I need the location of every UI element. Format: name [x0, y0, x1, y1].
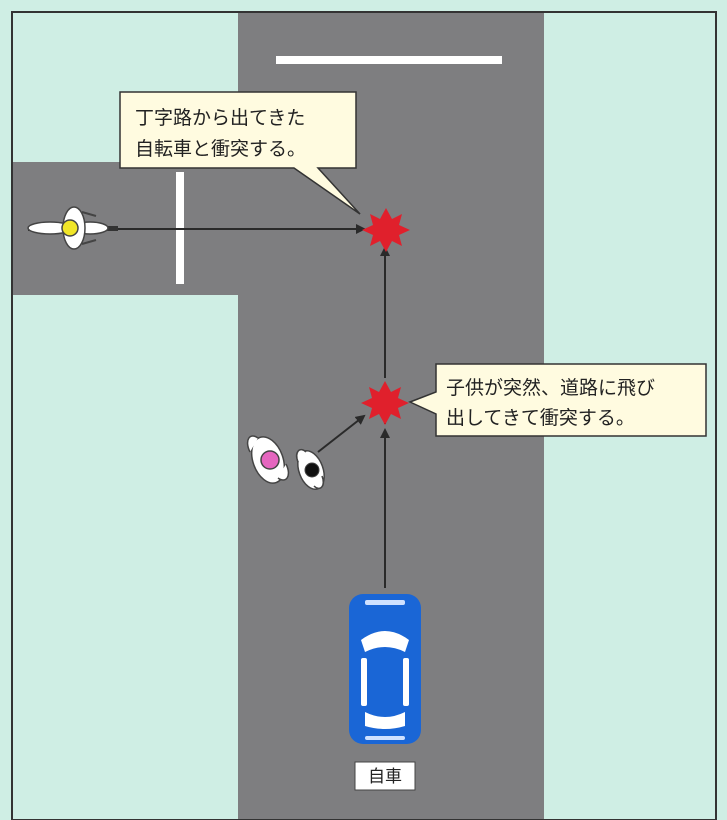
stop-line-top	[276, 56, 502, 64]
callout-right: 子供が突然、道路に飛び 出してきて衝突する。	[408, 363, 707, 437]
child-path-arrow	[317, 414, 366, 453]
callout-top-line1: 丁字路から出てきた	[135, 107, 305, 129]
car-label: 自車	[368, 767, 402, 787]
collision-burst-icon	[361, 381, 409, 425]
callout-right-line2: 出してきて衝突する。	[446, 407, 635, 429]
car-label-box	[354, 761, 416, 791]
frame-border	[11, 11, 717, 820]
callout-right-line1: 子供が突然、道路に飛び	[446, 377, 655, 399]
callout-top-line2: 自転車と衝突する。	[135, 138, 306, 160]
callout-top: 丁字路から出てきた 自転車と衝突する。	[119, 91, 361, 215]
car-icon	[349, 594, 421, 744]
child-pedestrian-icon	[295, 448, 325, 490]
cyclist-icon	[27, 206, 118, 250]
child-pedestrian-icon	[246, 435, 290, 484]
collision-burst-icon	[362, 208, 410, 252]
